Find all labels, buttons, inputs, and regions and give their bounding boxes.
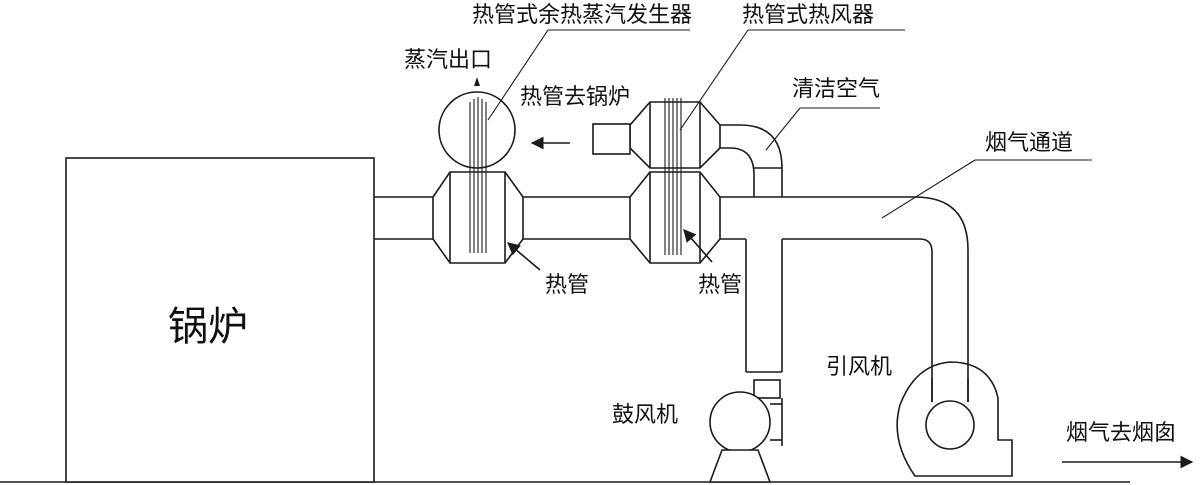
hot-air-outlet	[592, 123, 631, 155]
blower-fan	[708, 391, 783, 483]
leader-air-heater	[679, 29, 749, 131]
boiler-box	[65, 157, 375, 483]
flue-channel-elbow	[905, 196, 969, 402]
leader-steam-generator	[487, 29, 549, 121]
label-air-heater: 热管式热风器	[742, 3, 874, 28]
clean-air-duct	[720, 124, 783, 197]
label-heat-pipe-to-boiler: 热管去锅炉	[520, 85, 630, 110]
air-heater-lower	[629, 168, 721, 264]
blower-duct	[745, 239, 783, 399]
label-heat-pipe-2: 热管	[698, 273, 742, 298]
leader-clean-air	[765, 107, 801, 151]
leader-flue-channel	[881, 159, 976, 219]
label-steam-outlet: 蒸汽出口	[404, 48, 492, 73]
leader-heat-pipe-1	[507, 242, 541, 271]
boiler-label: 锅炉	[168, 304, 248, 350]
label-flue-to-chimney: 烟气去烟囱	[1066, 421, 1176, 446]
steam-drum	[438, 91, 516, 169]
label-flue-channel: 烟气通道	[985, 131, 1073, 156]
induced-fan	[896, 361, 1013, 477]
label-steam-generator: 热管式余热蒸汽发生器	[472, 3, 692, 28]
label-clean-air: 清洁空气	[792, 77, 880, 102]
label-blower: 鼓风机	[612, 403, 678, 428]
steam-generator-exchanger	[432, 168, 524, 264]
leader-heat-pipe-2	[683, 229, 713, 263]
flue-duct-main	[374, 196, 905, 240]
label-induced-fan: 引风机	[826, 355, 892, 380]
steam-outlet-arrow	[474, 77, 480, 86]
air-heater-upper	[629, 98, 721, 169]
label-heat-pipe-1: 热管	[545, 273, 589, 298]
